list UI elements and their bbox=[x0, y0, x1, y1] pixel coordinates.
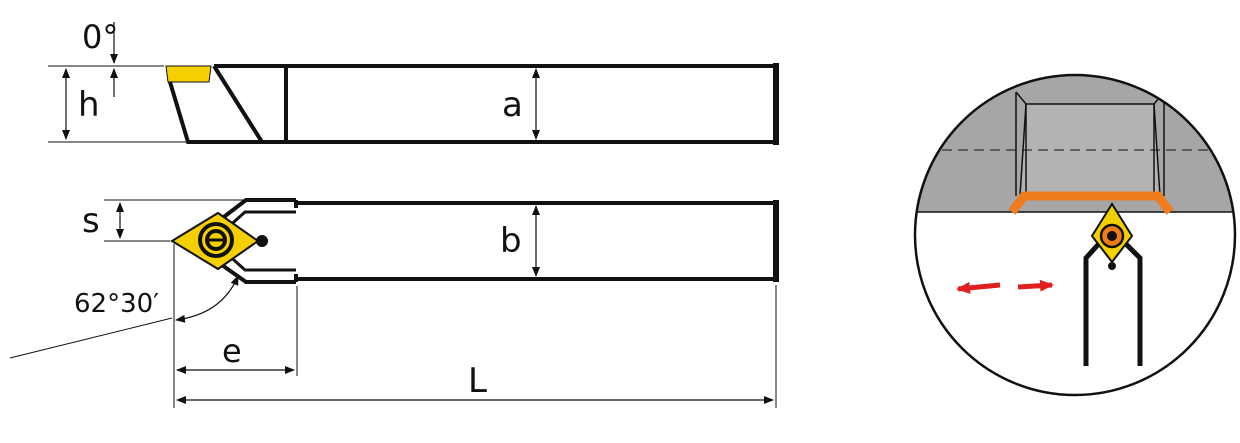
feed-arrow-left bbox=[956, 281, 1001, 294]
top-view: s b e L 62°30′ bbox=[9, 198, 779, 408]
rake-angle-label: 0° bbox=[82, 18, 118, 56]
pin-icon bbox=[256, 235, 268, 247]
height-label: h bbox=[78, 85, 100, 125]
top-shank bbox=[210, 198, 776, 284]
approach-angle-label: 62°30′ bbox=[74, 289, 159, 319]
offset-label: s bbox=[82, 201, 100, 241]
side-insert-icon bbox=[165, 65, 212, 83]
length-label: L bbox=[468, 361, 487, 401]
shank-height-label: a bbox=[502, 85, 523, 125]
shank-width-label: b bbox=[500, 221, 522, 261]
cut-profile bbox=[1008, 191, 1174, 215]
detail-circle bbox=[913, 73, 1237, 397]
feed-arrow-right bbox=[1017, 279, 1054, 292]
e-label: e bbox=[222, 332, 242, 370]
side-shank bbox=[168, 64, 776, 144]
side-view: h a 0° bbox=[48, 18, 779, 145]
side-chamfer-line bbox=[212, 64, 264, 144]
angle-reference-line bbox=[9, 317, 173, 359]
machining-detail bbox=[913, 73, 1237, 397]
angle-arc bbox=[175, 275, 239, 323]
